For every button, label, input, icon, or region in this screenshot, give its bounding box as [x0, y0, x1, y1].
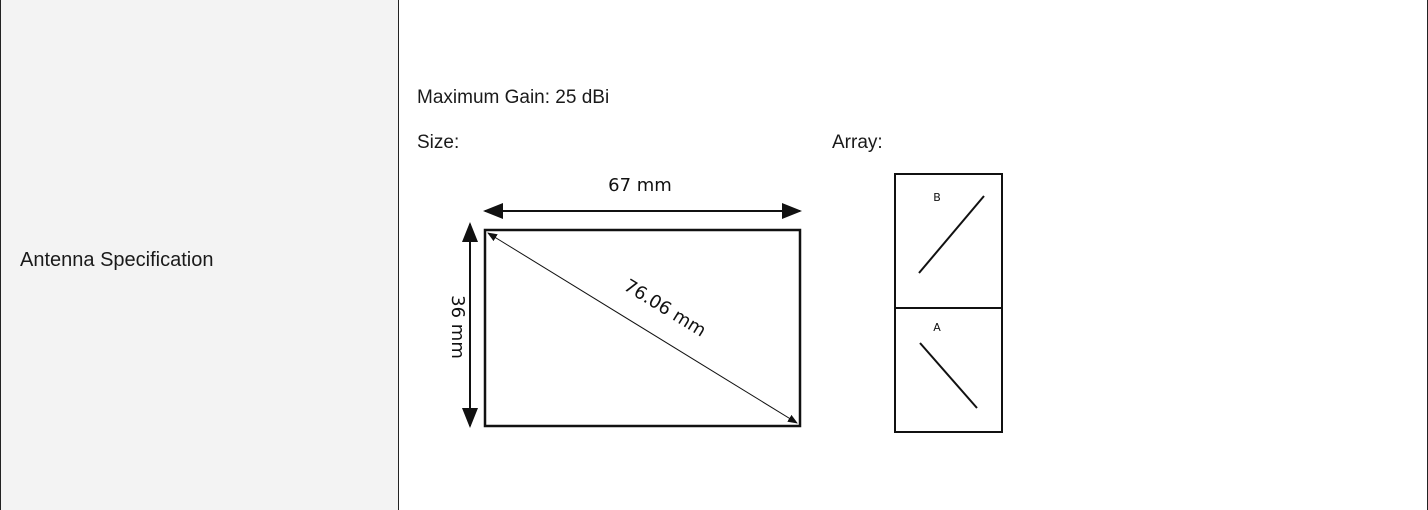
- width-dimension-label: 67 mm: [608, 175, 672, 196]
- array-label: Array:: [832, 132, 883, 153]
- diagonal-dimension-line: [487, 232, 798, 424]
- element-b-label: B: [933, 191, 941, 204]
- spec-label-cell: Antenna Specification: [0, 0, 399, 510]
- spec-label: Antenna Specification: [20, 249, 214, 271]
- maximum-gain-text: Maximum Gain: 25 dBi: [417, 87, 610, 108]
- element-b-polarization: [918, 195, 985, 274]
- element-a-polarization: [919, 342, 978, 409]
- array-outline: [894, 173, 1003, 433]
- size-label: Size:: [417, 132, 460, 153]
- antenna-array-diagram: B A: [894, 173, 1003, 433]
- height-dimension-label: 36 mm: [447, 295, 468, 359]
- antenna-size-diagram: 67 mm 36 mm 76.06 mm: [447, 175, 802, 428]
- element-a-label: A: [933, 321, 941, 334]
